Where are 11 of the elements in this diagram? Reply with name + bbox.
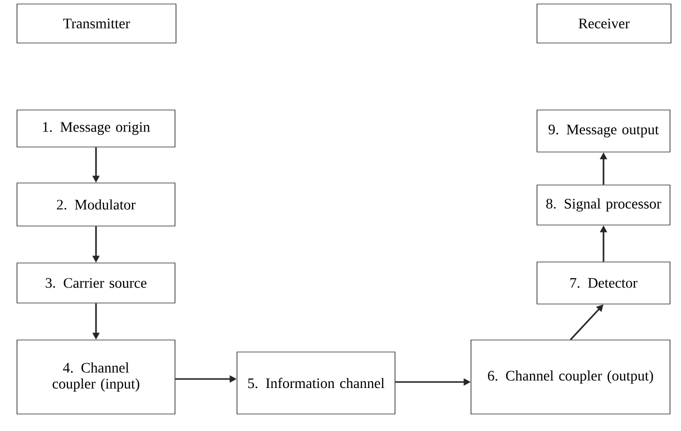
process-box: 6. Channel coupler (output) [470, 340, 670, 414]
process-box: 8. Signal processor [536, 184, 670, 226]
process-box: 1. Message origin [16, 110, 176, 148]
process-box: 7. Detector [536, 262, 670, 304]
process-box: 2. Modulator [16, 182, 176, 226]
process-box: Receiver [536, 4, 672, 44]
process-box: 9. Message output [536, 110, 670, 152]
process-box: 4. Channel coupler (input) [16, 340, 176, 414]
process-box: 5. Information channel [236, 352, 396, 414]
process-box: 3. Carrier source [16, 262, 176, 304]
process-box: Transmitter [16, 4, 176, 44]
